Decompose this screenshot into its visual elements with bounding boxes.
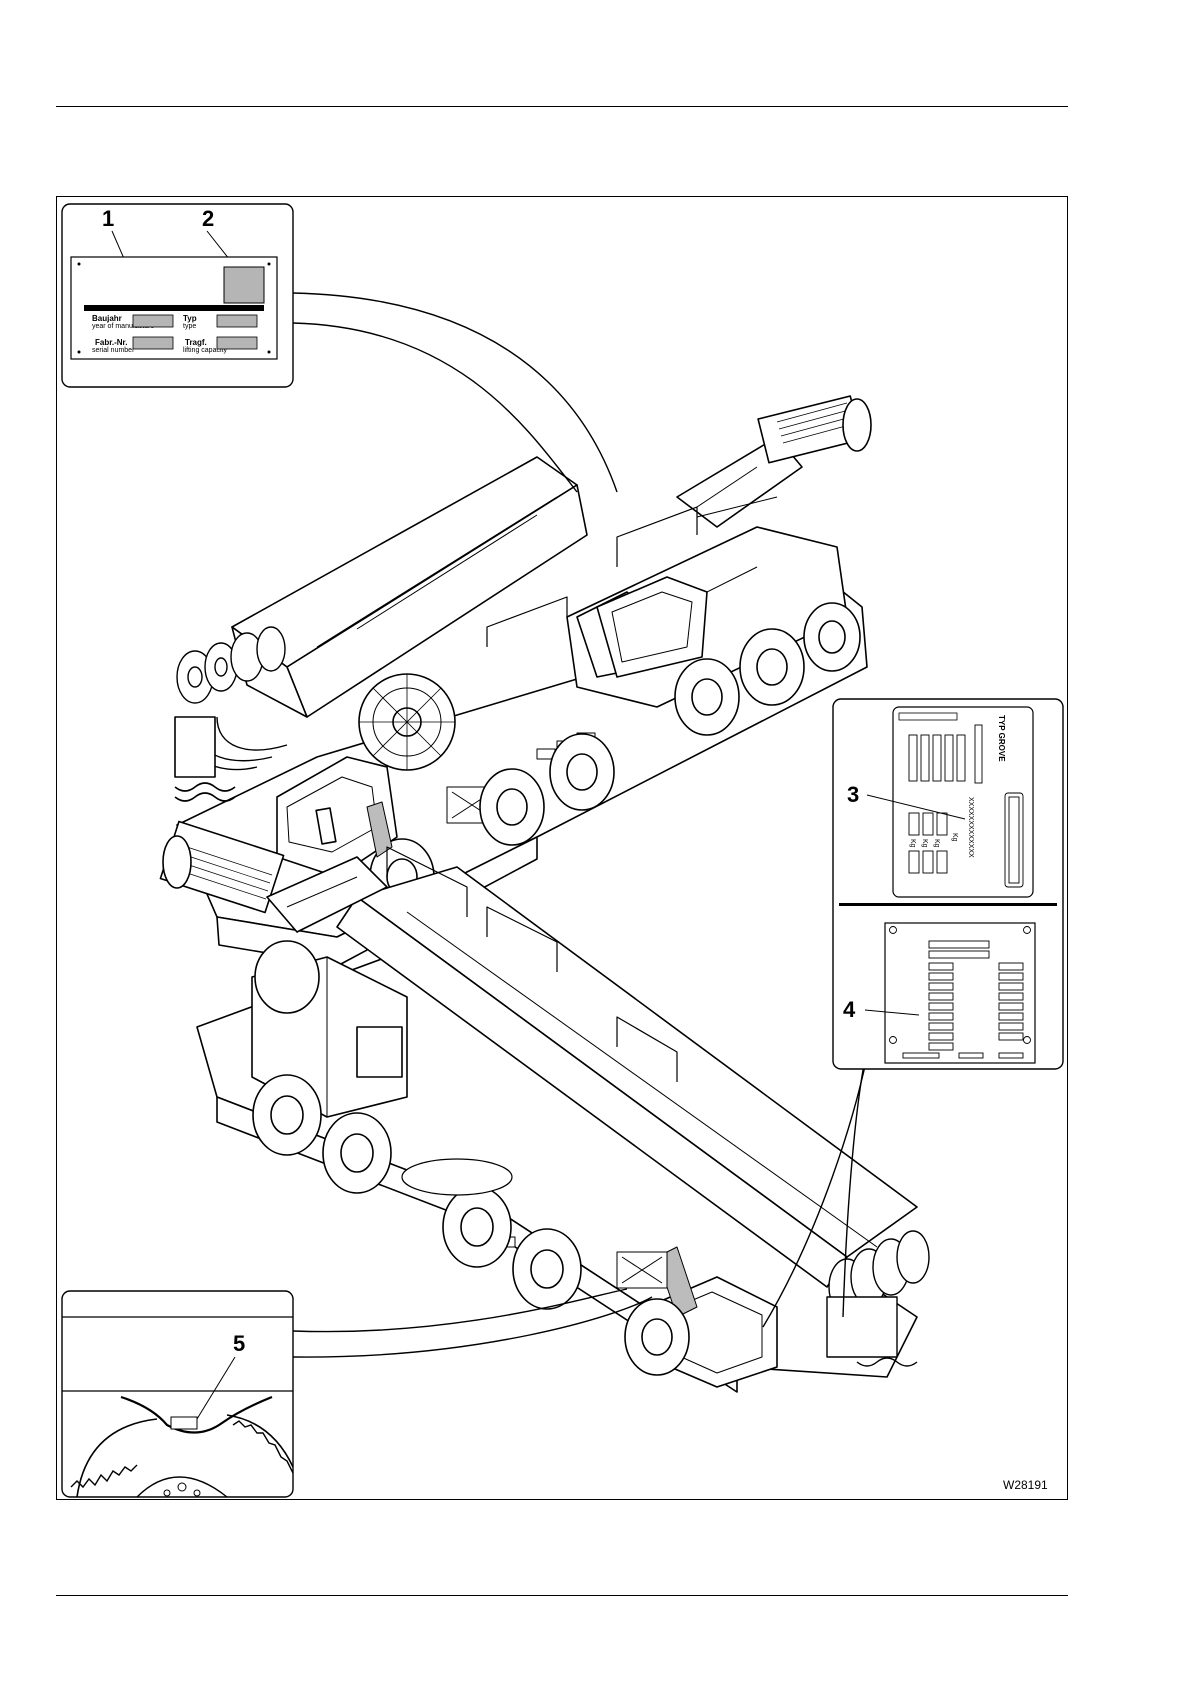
callout-3: 3 [847, 782, 859, 807]
inset-manufacturer-plate: 1 2 Baujahr year of manufacture Typ type… [62, 204, 293, 387]
figure-code: W28191 [1003, 1478, 1048, 1492]
plate-unit-kg-4: Kg [933, 839, 940, 848]
callout-5: 5 [233, 1331, 245, 1356]
plate-sub-fabr: serial number [92, 347, 135, 354]
callout-1: 1 [102, 206, 114, 231]
plate-unit-kg-2: Kg [909, 839, 916, 848]
plate-label-fabr: Fabr.-Nr. [95, 338, 127, 347]
crane-identification-figure: 1 2 Baujahr year of manufacture Typ type… [56, 196, 1068, 1500]
bottom-rule [56, 1595, 1068, 1596]
inset-chassis-number: 5 [62, 1291, 293, 1497]
crane-illustration-top [175, 396, 871, 965]
plate-title-typ-grove: TYP GROVE [997, 715, 1006, 762]
plate-unit-kg-1: Kg [951, 833, 958, 842]
callout-2: 2 [202, 206, 214, 231]
plate-label-typ: Typ [183, 314, 197, 323]
plate-serial-placeholder: XXXXXXXXXXXXX [967, 797, 974, 858]
callout-4: 4 [843, 997, 856, 1022]
plate-label-baujahr: Baujahr [92, 314, 122, 323]
top-rule [56, 106, 1068, 107]
plate-label-tragf: Tragf. [185, 338, 207, 347]
plate-sub-typ: type [183, 323, 196, 330]
inset-grove-plates: TYP GROVE XXXXXXXXXXXXX Kg Kg Kg Kg 3 [833, 699, 1063, 1069]
plate-unit-kg-3: Kg [921, 839, 928, 848]
